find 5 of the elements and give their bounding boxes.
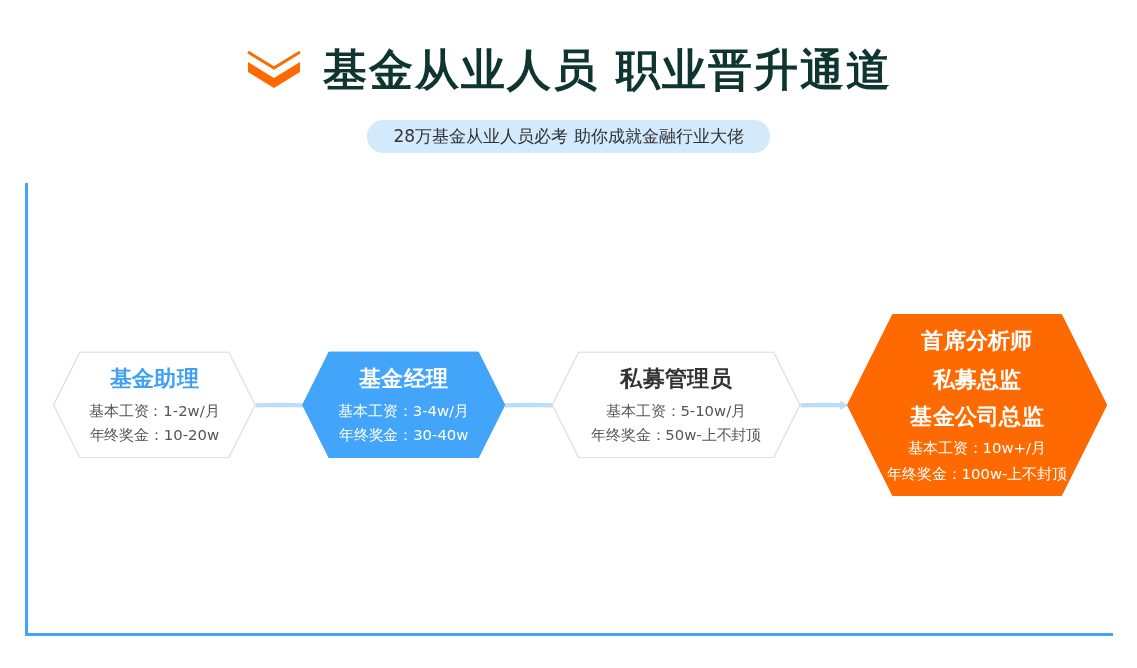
connector (505, 402, 553, 408)
arrow (800, 400, 849, 410)
subtitle-banner: 28万基金从业人员必考 助你成就金融行业大佬 (367, 120, 770, 153)
connector (255, 402, 304, 408)
title: 基金从业人员 职业晋升通道 (322, 43, 893, 97)
